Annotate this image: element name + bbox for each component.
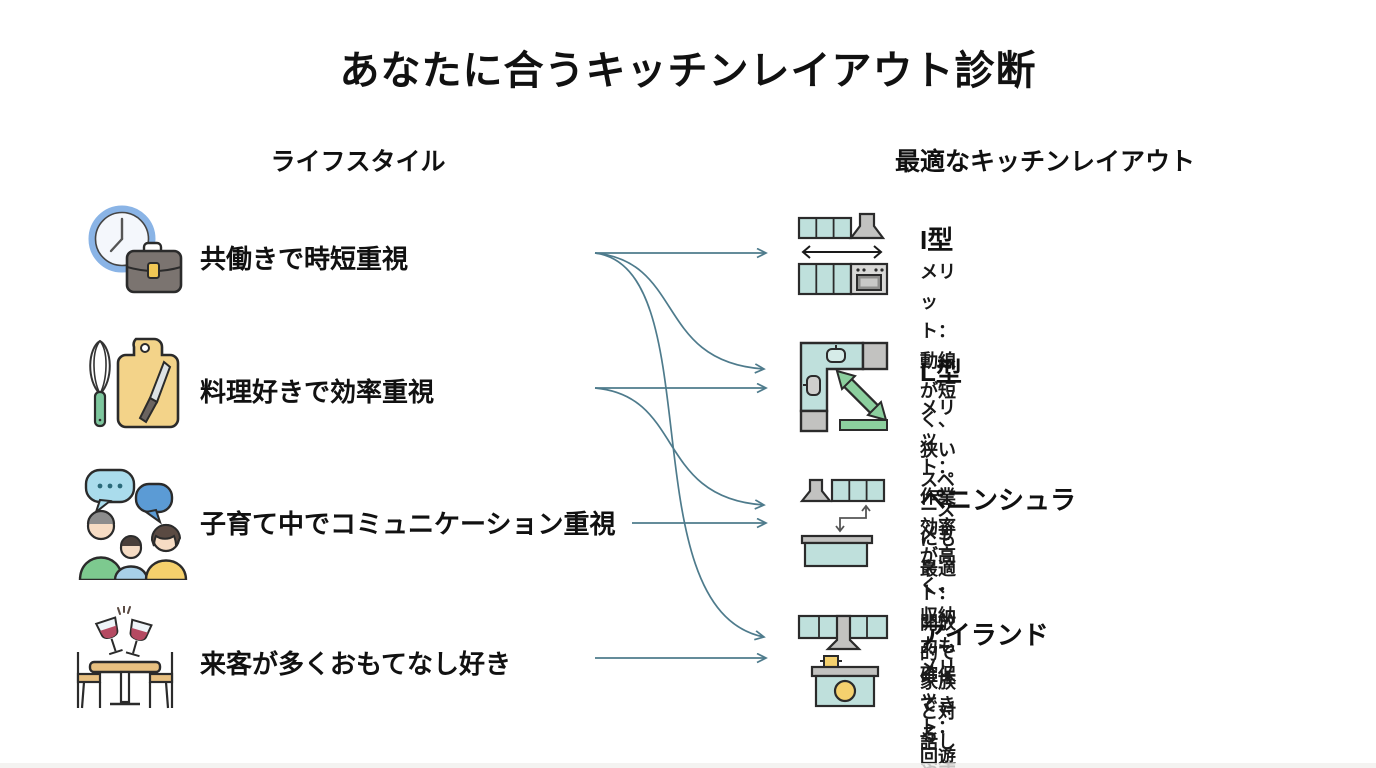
layout-merit-ltype: メリット：作業効率が高く、収納力も確保できる (920, 398, 956, 745)
family-chat-icon (78, 468, 188, 580)
peninsula-kitchen-icon (799, 478, 886, 568)
layout-merit-peninsula: メリット：開放的で家族と対話しやすく、作業スペースも広い (920, 524, 956, 768)
clock-briefcase-icon (88, 205, 183, 294)
island-kitchen-icon (797, 614, 889, 708)
l-type-kitchen-icon (799, 341, 889, 433)
layout-merit-itype: メリット：動線が短く、狭いスペースにも最適 (920, 262, 956, 579)
layout-title-itype: I型 (920, 225, 954, 255)
bottom-edge-shadow (0, 763, 1376, 768)
layout-column-header: 最適なキッチンレイアウト (894, 148, 1195, 176)
layout-merit-island: メリット：回遊性が高く、複数人での料理や集まりに最適 (920, 658, 956, 768)
whisk-cutting-board-icon (89, 337, 180, 429)
lifestyle-label-family: 子育て中でコミュニケーション重視 (200, 509, 616, 539)
page-title: あなたに合うキッチンレイアウト診断 (339, 49, 1037, 93)
layout-title-island: アイランド (920, 620, 1049, 650)
lifestyle-label-cooking: 料理好きで効率重視 (200, 377, 435, 407)
layout-title-peninsula: ペニンシュラ (920, 485, 1077, 515)
arrow-dualincome-to-ltype (594, 252, 764, 369)
arrow-cooking-to-peninsula (594, 387, 764, 505)
i-type-kitchen-icon (797, 212, 889, 296)
layout-title-ltype: L型 (920, 357, 962, 387)
arrow-dualincome-to-island (594, 252, 764, 637)
lifestyle-column-header: ライフスタイル (270, 148, 446, 176)
lifestyle-label-dualincome: 共働きで時短重視 (200, 244, 409, 274)
dining-wine-icon (76, 606, 174, 709)
lifestyle-label-guests: 来客が多くおもてなし好き (200, 649, 511, 679)
